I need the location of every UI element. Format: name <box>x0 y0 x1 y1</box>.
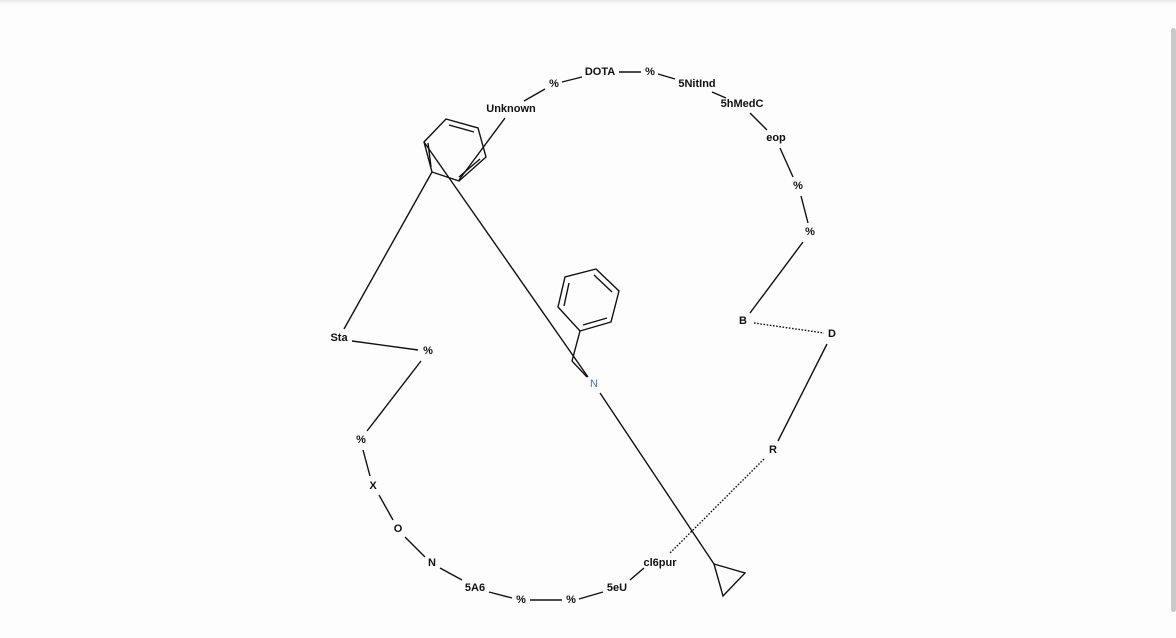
atom-5a6: 5A6 <box>465 582 485 594</box>
atom-5hmedc: 5hMedC <box>721 98 764 110</box>
atom-n: N <box>428 557 436 569</box>
bond-inner <box>582 317 608 326</box>
bond <box>488 591 513 599</box>
atom-d: D <box>828 328 836 340</box>
bond-inner <box>593 274 613 293</box>
atom-labels: Unknown % DOTA % 5NitInd 5hMedC eop % % … <box>330 66 836 606</box>
atom-b: B <box>739 315 747 327</box>
bond <box>523 88 546 102</box>
bond <box>629 567 645 581</box>
bond <box>657 73 676 80</box>
atom-cl6pur: cl6pur <box>643 557 677 569</box>
bond <box>343 171 433 330</box>
bond <box>561 76 583 83</box>
atom-percent: % <box>566 594 576 606</box>
bond-inner <box>563 282 570 307</box>
bond-inner <box>448 124 475 133</box>
atom-percent: % <box>645 66 655 78</box>
bond <box>578 591 604 600</box>
atom-x: X <box>369 480 377 492</box>
bond <box>749 241 804 314</box>
atom-5nitind: 5NitInd <box>678 78 715 90</box>
bond <box>362 449 371 477</box>
atom-percent: % <box>793 180 803 192</box>
bonds <box>343 71 828 601</box>
bond <box>777 343 828 442</box>
bond-inner <box>458 158 481 178</box>
bond <box>571 360 588 378</box>
vertical-scrollbar[interactable] <box>1171 28 1176 612</box>
bond-inner <box>427 142 432 168</box>
atom-percent: % <box>356 434 366 446</box>
bond <box>351 340 419 351</box>
bond-dotted <box>668 458 765 555</box>
atom-r: R <box>769 444 777 456</box>
atom-sta: Sta <box>330 332 348 344</box>
atom-percent: % <box>805 226 815 238</box>
atom-eop: eop <box>766 132 786 144</box>
atom-o: O <box>394 523 403 535</box>
bond <box>749 112 768 131</box>
bond <box>423 141 589 378</box>
bond <box>800 195 809 224</box>
phenyl-ring-2 <box>557 268 620 332</box>
atom-percent: % <box>549 78 559 90</box>
phenyl-ring-1 <box>423 118 487 182</box>
bond <box>779 147 794 178</box>
atom-unknown: Unknown <box>486 103 536 115</box>
bond <box>711 91 727 99</box>
atom-percent: % <box>423 345 433 357</box>
bond <box>571 330 581 362</box>
bond <box>366 360 422 432</box>
top-edge-shadow <box>0 0 1176 4</box>
cyclopropyl-ring <box>712 562 747 598</box>
bond <box>599 392 715 565</box>
atom-nitrogen: N <box>590 378 598 390</box>
atom-dota: DOTA <box>585 66 615 78</box>
bond <box>378 494 394 521</box>
bond <box>439 567 463 581</box>
bond-dotted <box>753 322 825 334</box>
atom-5eu: 5eU <box>607 582 627 594</box>
bond <box>404 536 426 558</box>
atom-percent: % <box>516 594 526 606</box>
